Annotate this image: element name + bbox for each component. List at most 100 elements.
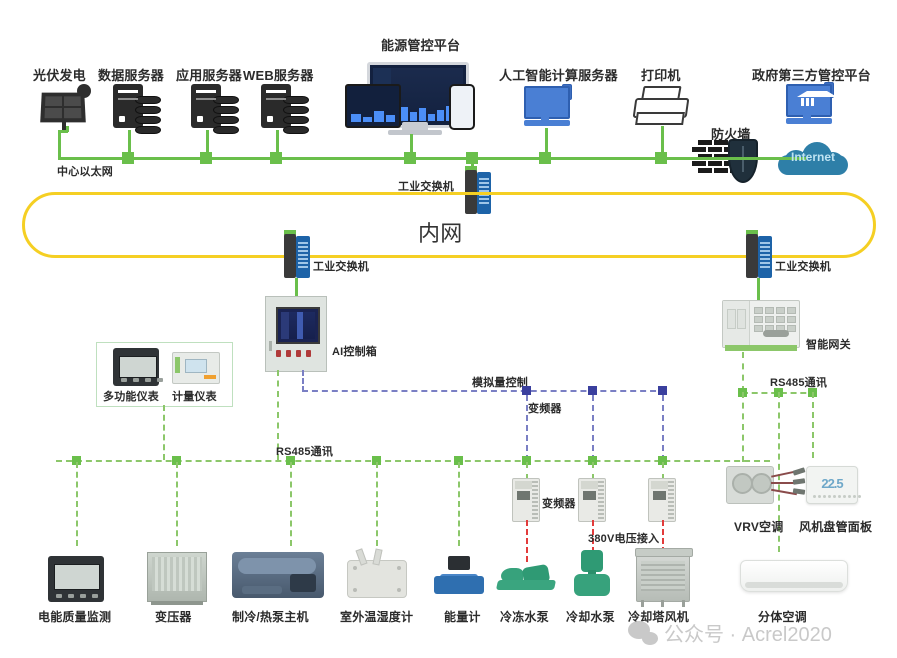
outdoor-temp-humidity-sensor-icon	[347, 548, 407, 598]
label-chilled-water-pump: 冷冻水泵	[500, 610, 549, 624]
drop-solar	[58, 130, 61, 158]
label-frequency-converter: 变频器	[542, 498, 576, 510]
drop-ai-server	[545, 128, 548, 158]
cooling-tower-fan-icon	[635, 548, 693, 607]
drop-top-switch	[471, 158, 474, 172]
bus-node-web-server	[270, 152, 282, 164]
analog-drop-2	[592, 395, 594, 461]
label-ai-control-cabinet: AI控制箱	[332, 346, 377, 358]
label-web-server: WEB服务器	[243, 68, 314, 83]
label-intranet: 内网	[418, 221, 463, 246]
server-icon-data	[113, 84, 161, 134]
bus-node-printer	[655, 152, 667, 164]
label-multifunction-meter: 多功能仪表	[103, 391, 159, 403]
label-data-server: 数据服务器	[98, 68, 165, 83]
label-380v-input: 380V电压接入	[588, 533, 660, 545]
wechat-icon	[628, 619, 658, 645]
label-center-ethernet: 中心以太网	[57, 166, 113, 178]
rs485-drop-vfd-1	[526, 462, 528, 480]
label-printer: 打印机	[641, 68, 681, 83]
energy-meter-icon	[434, 556, 484, 594]
rs485-drop-pqm	[76, 462, 78, 546]
intelligent-gateway-icon	[722, 300, 800, 351]
label-chiller-heat-pump: 制冷/热泵主机	[232, 610, 309, 624]
rs485-drop-energymeter	[458, 462, 460, 546]
label-analog-control: 模拟量控制	[472, 377, 528, 389]
label-outdoor-temp-humidity: 室外温湿度计	[340, 610, 414, 624]
government-platform-icon	[786, 82, 837, 124]
rs485-right-drop-split	[778, 392, 780, 552]
label-rs485-left: RS485通讯	[276, 446, 334, 458]
label-power-quality-monitor: 电能质量监测	[38, 610, 112, 624]
label-energy-platform: 能源管控平台	[381, 38, 461, 53]
label-cooling-tower-fan: 冷却塔风机	[628, 610, 690, 624]
power-drop-3	[662, 520, 664, 562]
rs485-node-3	[286, 456, 295, 465]
multifunction-meter-icon	[113, 348, 163, 386]
rs485-bus-main	[56, 460, 770, 462]
rs485-node-4	[372, 456, 381, 465]
drop-solar-stub	[66, 126, 69, 132]
analog-drop-3	[662, 395, 664, 461]
label-transformer: 变压器	[155, 610, 192, 624]
rs485-right-drop-fancoil	[812, 392, 814, 458]
label-switch-top: 工业交换机	[398, 181, 454, 193]
rs485-drop-vfd-3	[662, 462, 664, 480]
label-switch-left: 工业交换机	[313, 261, 369, 273]
bus-node-energy-platform	[404, 152, 416, 164]
label-measuring-meter: 计量仪表	[172, 391, 217, 403]
transformer-icon	[147, 552, 207, 605]
power-drop-1	[526, 520, 528, 562]
fan-coil-panel-icon: 22.5	[806, 466, 861, 504]
rs485-drop-thsensor	[376, 462, 378, 546]
bus-node-data-server	[122, 152, 134, 164]
label-fan-coil-panel: 风机盘管面板	[799, 520, 873, 534]
bus-node-ai-server	[539, 152, 551, 164]
label-vfd-bus: 变频器	[528, 403, 562, 415]
rs485-right-drop-vrv	[742, 392, 744, 462]
link-switch-to-ai-box	[295, 278, 298, 298]
drop-data-server	[128, 130, 131, 158]
rs485-node-2	[172, 456, 181, 465]
server-icon-app	[191, 84, 239, 134]
power-quality-monitor-icon	[48, 556, 104, 602]
link-switch-to-gateway	[757, 278, 760, 300]
link-firewall-internet	[774, 157, 806, 160]
industrial-switch-icon-right	[746, 230, 772, 278]
solar-panel-icon	[40, 84, 91, 130]
rs485-drop-transformer	[176, 462, 178, 546]
label-vrv-air-conditioner: VRV空调	[734, 520, 784, 534]
analog-control-bus	[302, 390, 666, 392]
frequency-converter-icon-3	[648, 478, 676, 522]
meterbox-to-rs485	[163, 405, 165, 460]
rs485-drop-chiller	[290, 462, 292, 546]
rs485-node-7	[588, 456, 597, 465]
vrv-air-conditioner-icon	[726, 466, 806, 504]
label-rs485-right: RS485通讯	[770, 377, 828, 389]
analog-node-1	[522, 386, 531, 395]
drop-app-server	[206, 130, 209, 158]
power-drop-2	[592, 520, 594, 562]
label-switch-right: 工业交换机	[775, 261, 831, 273]
drop-solar-elbow	[58, 130, 68, 133]
chilled-water-pump-icon	[495, 558, 559, 594]
label-solar-power: 光伏发电	[33, 68, 86, 83]
label-government-platform: 政府第三方管控平台	[752, 68, 871, 83]
drop-web-server	[276, 130, 279, 158]
rs485-drop-vfd-2	[592, 462, 594, 480]
label-energy-meter: 能量计	[444, 610, 481, 624]
fan-coil-temperature-value: 22.5	[821, 476, 843, 491]
watermark-text: 公众号 · Acrel2020	[664, 624, 832, 646]
rs485-node-5	[454, 456, 463, 465]
internet-cloud-icon: Internet	[778, 140, 848, 178]
industrial-switch-icon-left	[284, 230, 310, 278]
measuring-meter-icon	[172, 352, 220, 384]
rs485-node-6	[522, 456, 531, 465]
label-ai-server: 人工智能计算服务器	[499, 68, 618, 83]
server-icon-web	[261, 84, 309, 134]
bus-node-app-server	[200, 152, 212, 164]
energy-platform-monitor-icon	[345, 62, 475, 136]
label-intelligent-gateway: 智能网关	[806, 339, 851, 351]
ai-box-analog-drop	[302, 370, 304, 392]
